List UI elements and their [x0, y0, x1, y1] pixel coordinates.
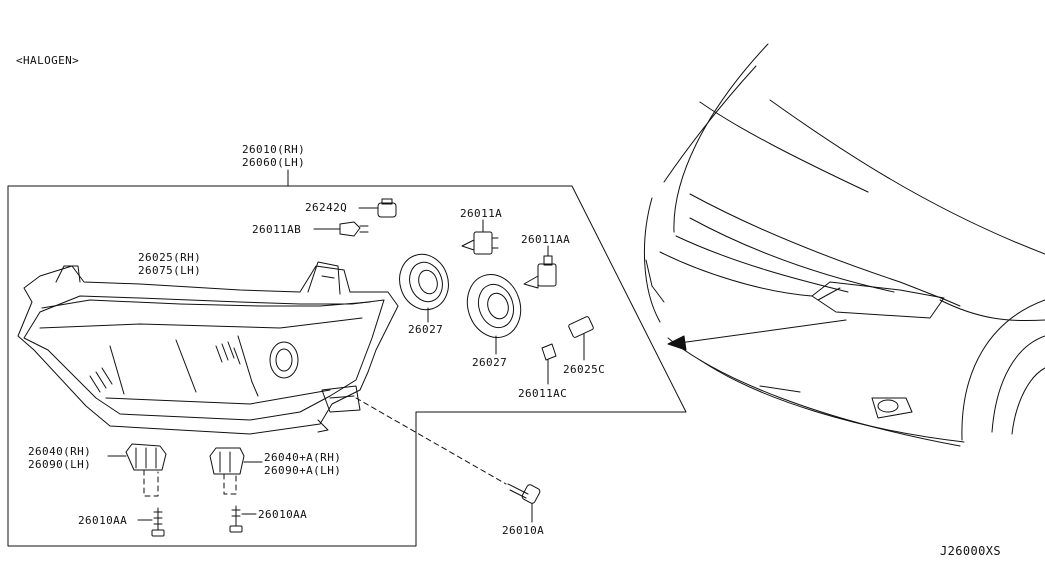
bolt-part — [507, 483, 541, 523]
location-arrow-head — [667, 335, 687, 351]
drawing-code: J26000XS — [940, 544, 1001, 558]
callout-assembly-lh: 26060(LH) — [242, 156, 306, 169]
assembly-frame — [7, 185, 687, 547]
callout-lens-lh: 26075(LH) — [138, 264, 202, 277]
screw-left-part — [137, 507, 165, 537]
bracket-right-part — [209, 447, 263, 495]
callout-lens-rh: 26025(RH) — [138, 251, 202, 264]
callout-bracket-right-lh: 26090+A(LH) — [264, 464, 342, 477]
seal-part-right — [466, 274, 522, 355]
callout-screw-left: 26010AA — [78, 514, 128, 527]
small-socket-part — [568, 316, 594, 361]
side-bulb-part — [313, 221, 369, 237]
callout-cap-socket: 26242Q — [305, 201, 348, 214]
callout-bracket-left-lh: 26090(LH) — [28, 458, 92, 471]
callout-socket-small: 26025C — [563, 363, 606, 376]
callout-assembly-rh: 26010(RH) — [242, 143, 306, 156]
callout-screw-right: 26010AA — [258, 508, 308, 521]
callout-bracket-right-rh: 26040+A(RH) — [264, 451, 342, 464]
callout-bulb-main: 26011A — [460, 207, 503, 220]
callout-screw-bolt: 26010A — [502, 524, 545, 537]
callout-seal-right: 26027 — [472, 356, 508, 369]
small-bulb-part — [541, 343, 557, 385]
vehicle-front-view — [643, 43, 1045, 447]
seal-part-left — [399, 253, 449, 323]
variant-label: <HALOGEN> — [16, 54, 80, 67]
main-bulb-part — [461, 219, 499, 255]
callout-bulb-high: 26011AA — [521, 233, 571, 246]
bolt-guide-line — [355, 397, 507, 485]
socket-cap-part — [358, 198, 397, 218]
screw-right-part — [229, 505, 257, 533]
high-bulb-part — [523, 245, 557, 289]
bracket-left-part — [107, 443, 167, 497]
callout-bulb-small: 26011AC — [518, 387, 568, 400]
callout-seal-left: 26027 — [408, 323, 444, 336]
callout-bracket-left-rh: 26040(RH) — [28, 445, 92, 458]
callout-bulb-side: 26011AB — [252, 223, 302, 236]
headlamp-assembly — [17, 261, 399, 435]
